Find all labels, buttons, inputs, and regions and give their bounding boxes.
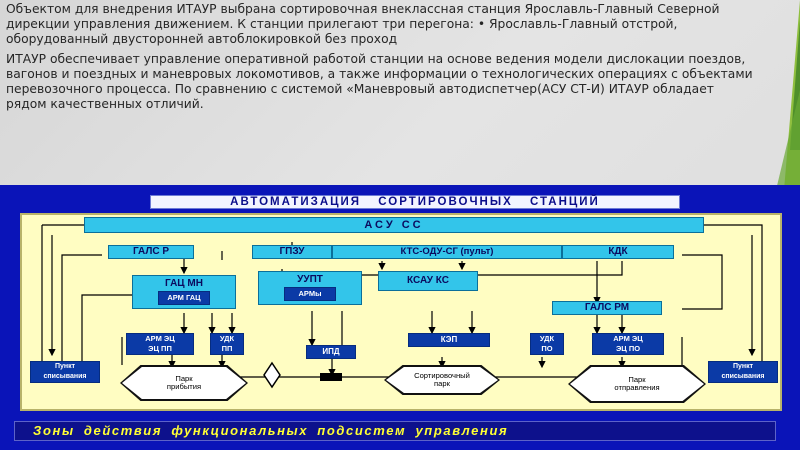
park-arrival-label: Парк прибытия	[122, 367, 246, 399]
ksau-label: КСАУ КС	[407, 275, 449, 286]
kts-box: КТС-ОДУ-СГ (пульт)	[332, 245, 562, 259]
park-depart-line1: Парк	[628, 374, 646, 384]
gpzu-box: ГПЗУ	[252, 245, 332, 259]
kdk-label: КДК	[608, 246, 628, 257]
park-sort-shape: Сортировочный парк	[384, 365, 500, 395]
hump-diamond-shape	[263, 361, 281, 389]
slide-text: Объектом для внедрения ИТАУР выбрана сор…	[6, 2, 758, 112]
punkt-right-line2: списывания	[721, 373, 765, 380]
paragraph-2: ИТАУР обеспечивает управление оперативно…	[6, 51, 753, 112]
kep-box: КЭП	[408, 333, 490, 347]
gals-r-label: ГАЛС Р	[132, 246, 170, 257]
gac-mn-label: ГАЦ МН	[165, 278, 203, 289]
udk-po-line1: УДК	[539, 334, 555, 343]
park-depart-line2: отправления	[614, 383, 660, 392]
arm-ec-right-line1: АРМ ЭЦ	[613, 334, 643, 343]
park-sort-line1: Сортировочный	[414, 370, 470, 380]
arms-label: АРМы	[283, 287, 337, 301]
paragraph-1: Объектом для внедрения ИТАУР выбрана сор…	[6, 2, 720, 47]
arm-ec-right-line2: ЭЦ ПО	[615, 344, 641, 353]
udk-pp-box: УДК ПП	[210, 333, 244, 355]
udk-po-box: УДК ПО	[530, 333, 564, 355]
arm-ec-left-line2: ЭЦ ПП	[148, 344, 172, 353]
track-block	[320, 373, 342, 381]
diagram-footer: Зоны действия функциональных подсистем у…	[14, 421, 776, 441]
punkt-right-line1: Пункт	[732, 363, 754, 370]
punkt-right-box: Пункт списывания	[708, 361, 778, 383]
gpzu-label: ГПЗУ	[279, 246, 305, 257]
park-depart-label: Парк отправления	[570, 367, 704, 401]
gals-rm-label: ГАЛС РМ	[584, 302, 630, 313]
arm-ec-right-box: АРМ ЭЦ ЭЦ ПО	[592, 333, 664, 355]
kep-label: КЭП	[440, 335, 458, 344]
park-sort-line2: парк	[434, 379, 450, 388]
side-decoration	[776, 0, 800, 190]
asu-ss-label: АСУ СС	[364, 219, 424, 231]
ksau-box: КСАУ КС	[378, 271, 478, 291]
park-arrival-line1: Парк	[175, 373, 193, 383]
ipd-label: ИПД	[322, 347, 340, 356]
gac-mn-box: ГАЦ МН АРМ ГАЦ	[132, 275, 236, 309]
gals-rm-box: ГАЛС РМ	[552, 301, 662, 315]
udk-pp-line1: УДК	[219, 334, 235, 343]
park-depart-shape: Парк отправления	[568, 365, 706, 403]
diagram-title: АВТОМАТИЗАЦИЯ СОРТИРОВОЧНЫХ СТАНЦИЙ	[150, 195, 680, 209]
arm-ec-left-line1: АРМ ЭЦ	[145, 334, 175, 343]
scheme-panel: АСУ СС ГАЛС Р ГПЗУ КТС-ОДУ-СГ (пульт) КД…	[20, 213, 782, 411]
gals-r-box: ГАЛС Р	[108, 245, 194, 259]
arm-gac-label: АРМ ГАЦ	[158, 291, 210, 305]
kts-label: КТС-ОДУ-СГ (пульт)	[400, 246, 494, 257]
asu-ss-box: АСУ СС	[84, 217, 704, 233]
punkt-left-line1: Пункт	[54, 363, 76, 370]
arm-ec-left-box: АРМ ЭЦ ЭЦ ПП	[126, 333, 194, 355]
automation-diagram: АВТОМАТИЗАЦИЯ СОРТИРОВОЧНЫХ СТАНЦИЙ	[0, 185, 800, 450]
park-arrival-line2: прибытия	[166, 382, 202, 391]
udk-po-line2: ПО	[541, 344, 553, 353]
punkt-left-line2: списывания	[43, 373, 87, 380]
upt-box: УУПТ АРМы	[258, 271, 362, 305]
park-arrival-shape: Парк прибытия	[120, 365, 248, 401]
park-sort-label: Сортировочный парк	[386, 367, 498, 393]
upt-label: УУПТ	[297, 274, 323, 285]
kdk-box: КДК	[562, 245, 674, 259]
ipd-box: ИПД	[306, 345, 356, 359]
punkt-left-box: Пункт списывания	[30, 361, 100, 383]
udk-pp-line2: ПП	[221, 344, 233, 353]
